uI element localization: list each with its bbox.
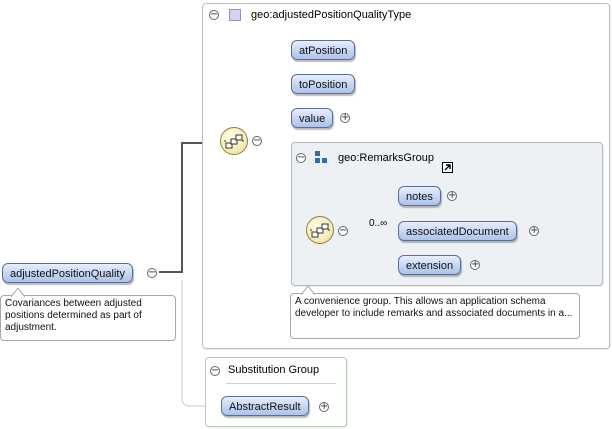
- root-element-documentation-text: Covariances between adjusted positions d…: [5, 298, 142, 333]
- element-abstract-result[interactable]: AbstractResult: [221, 396, 309, 416]
- remarks-group-title: geo:RemarksGroup: [338, 152, 434, 164]
- element-at-position[interactable]: atPosition: [291, 40, 356, 60]
- element-extension-expand-icon[interactable]: +: [470, 259, 480, 270]
- element-associated-document[interactable]: associatedDocument: [398, 221, 517, 241]
- sequence-icon: [224, 134, 244, 149]
- substitution-group-title: Substitution Group: [228, 364, 320, 376]
- remarks-group-collapse-icon[interactable]: −: [296, 152, 306, 163]
- sequence-compositor[interactable]: [220, 127, 248, 155]
- type-panel-collapse-icon[interactable]: −: [209, 9, 219, 20]
- remarks-group-documentation: A convenience group. This allows an appl…: [290, 286, 580, 339]
- remarks-group-documentation-text: A convenience group. This allows an appl…: [295, 296, 573, 319]
- remarks-sequence-collapse-icon[interactable]: −: [338, 225, 348, 236]
- type-panel-title: geo:adjustedPositionQualityType: [251, 9, 412, 21]
- element-value[interactable]: value: [291, 108, 334, 128]
- external-link-icon[interactable]: [442, 162, 453, 173]
- element-extension[interactable]: extension: [398, 255, 462, 275]
- root-element-collapse-icon[interactable]: −: [147, 267, 157, 278]
- element-notes[interactable]: notes: [398, 186, 441, 206]
- element-abstract-result-expand-icon[interactable]: +: [319, 401, 329, 412]
- element-value-expand-icon[interactable]: +: [340, 112, 350, 123]
- complex-type-icon: [229, 9, 241, 21]
- group-icon: [315, 151, 329, 165]
- root-element-adjusted-position-quality[interactable]: adjustedPositionQuality: [2, 263, 133, 283]
- element-to-position[interactable]: toPosition: [291, 74, 356, 94]
- substitution-group-divider: [226, 383, 336, 384]
- sequence-icon: [310, 223, 330, 238]
- sequence-collapse-icon[interactable]: −: [252, 135, 262, 146]
- remarks-sequence-compositor[interactable]: [306, 216, 334, 244]
- remarks-occurrence-label: 0..∞: [369, 218, 388, 229]
- element-notes-expand-icon[interactable]: +: [447, 190, 457, 201]
- element-associated-document-expand-icon[interactable]: +: [529, 225, 539, 236]
- substitution-group-collapse-icon[interactable]: −: [210, 365, 220, 376]
- root-element-documentation: Covariances between adjusted positions d…: [0, 288, 176, 341]
